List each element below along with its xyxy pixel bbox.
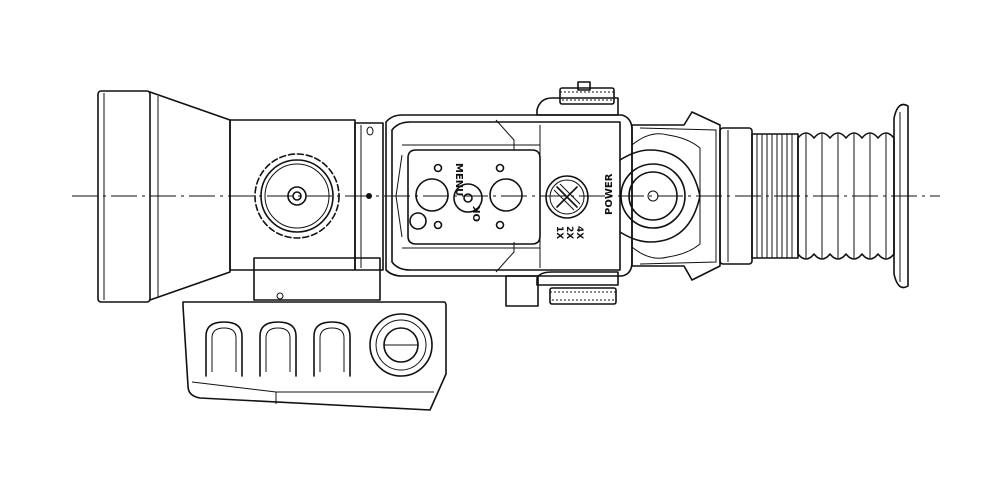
main-tube	[229, 119, 384, 271]
power-label: POWER	[604, 173, 615, 215]
panel-screw-icon	[495, 163, 505, 173]
control-panel: MENU OK	[407, 149, 541, 245]
power-button[interactable]	[620, 163, 686, 229]
ok-label: OK	[472, 204, 483, 222]
focus-knob[interactable]	[254, 153, 340, 239]
power-section	[619, 111, 721, 281]
left-button[interactable]	[415, 178, 449, 212]
bottom-turret-knob[interactable]	[505, 271, 619, 307]
zoom-2x-label: 2X	[564, 226, 574, 239]
small-button[interactable]	[409, 212, 427, 230]
panel-screw-icon	[495, 220, 505, 230]
grip-slot	[205, 321, 243, 377]
battery-box	[182, 301, 447, 411]
eyecup-bellows	[797, 103, 909, 289]
right-button[interactable]	[489, 178, 523, 212]
battery-cap[interactable]	[369, 313, 433, 377]
grip-slot	[313, 321, 351, 377]
zoom-4x-label: 4X	[574, 226, 584, 239]
zoom-button[interactable]	[545, 175, 589, 219]
menu-label: MENU	[453, 163, 464, 196]
mount-block	[253, 257, 381, 301]
panel-screw-icon	[433, 220, 443, 230]
grip-slot	[259, 321, 297, 377]
top-turret-knob[interactable]	[536, 81, 619, 116]
zoom-1x-label: 1X	[554, 226, 564, 239]
panel-screw-icon	[433, 163, 443, 173]
menu-ok-button[interactable]	[453, 183, 483, 213]
